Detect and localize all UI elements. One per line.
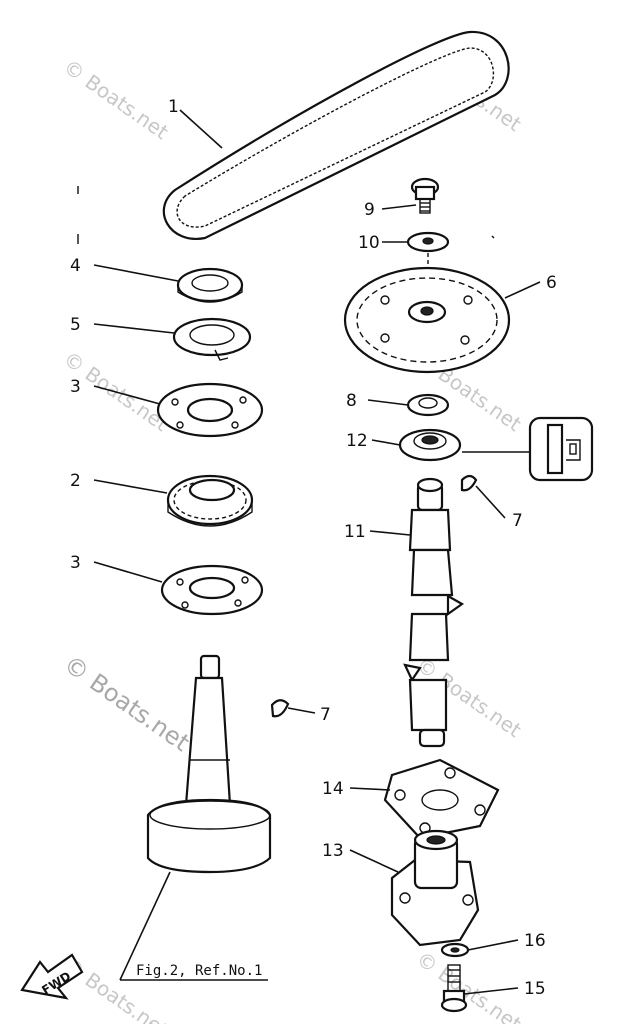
watermark: © Boats.net [59,650,195,757]
callout-7a: 7 [512,511,523,531]
camshaft-pulley-6 [343,266,511,374]
pulley-plate-3b [160,564,264,616]
watermark: © Boats.net [59,54,173,144]
woodruff-key-7b [270,699,290,718]
callout-13: 13 [322,841,344,861]
bearing-12 [398,428,462,462]
watermark: © Boats.net [412,946,526,1024]
callout-15: 15 [524,979,546,999]
sprocket-2 [166,474,254,527]
margin-marks [77,186,495,244]
callout-12: 12 [346,431,368,451]
callout-4: 4 [70,256,81,276]
seal-8 [406,393,450,417]
fwd-arrow: FWD [20,953,84,1000]
callouts: 1 2 3 3 4 5 6 7 7 8 9 10 11 12 13 14 15 … [70,97,557,999]
camshaft-11 [403,477,465,748]
callout-7b: 7 [320,705,331,725]
pulley-plate-3a [156,382,264,438]
callout-10: 10 [358,233,380,253]
lock-washer-5 [172,317,252,361]
woodruff-key-7a [460,474,478,492]
callout-11: 11 [344,522,366,542]
crankshaft [146,654,272,874]
nut-4 [176,267,244,303]
timing-belt [162,30,510,241]
callout-16: 16 [524,931,546,951]
reference-note: Fig.2, Ref.No.1 [120,963,268,981]
detail-inset [528,416,594,482]
bolt-9 [410,177,440,214]
gasket-14 [383,758,500,840]
callout-14: 14 [322,779,344,799]
callout-3b: 3 [70,553,81,573]
bolt-15 [440,964,468,1013]
callout-1: 1 [168,97,179,117]
washer-10 [406,231,450,253]
callout-8: 8 [346,391,357,411]
callout-5: 5 [70,315,81,335]
housing-13 [390,829,480,947]
callout-6: 6 [546,273,557,293]
leader-lines [93,109,541,995]
callout-3a: 3 [70,377,81,397]
washer-16 [440,942,470,958]
reference-note-text: Fig.2, Ref.No.1 [136,963,262,979]
callout-2: 2 [70,471,81,491]
callout-9: 9 [364,200,375,220]
